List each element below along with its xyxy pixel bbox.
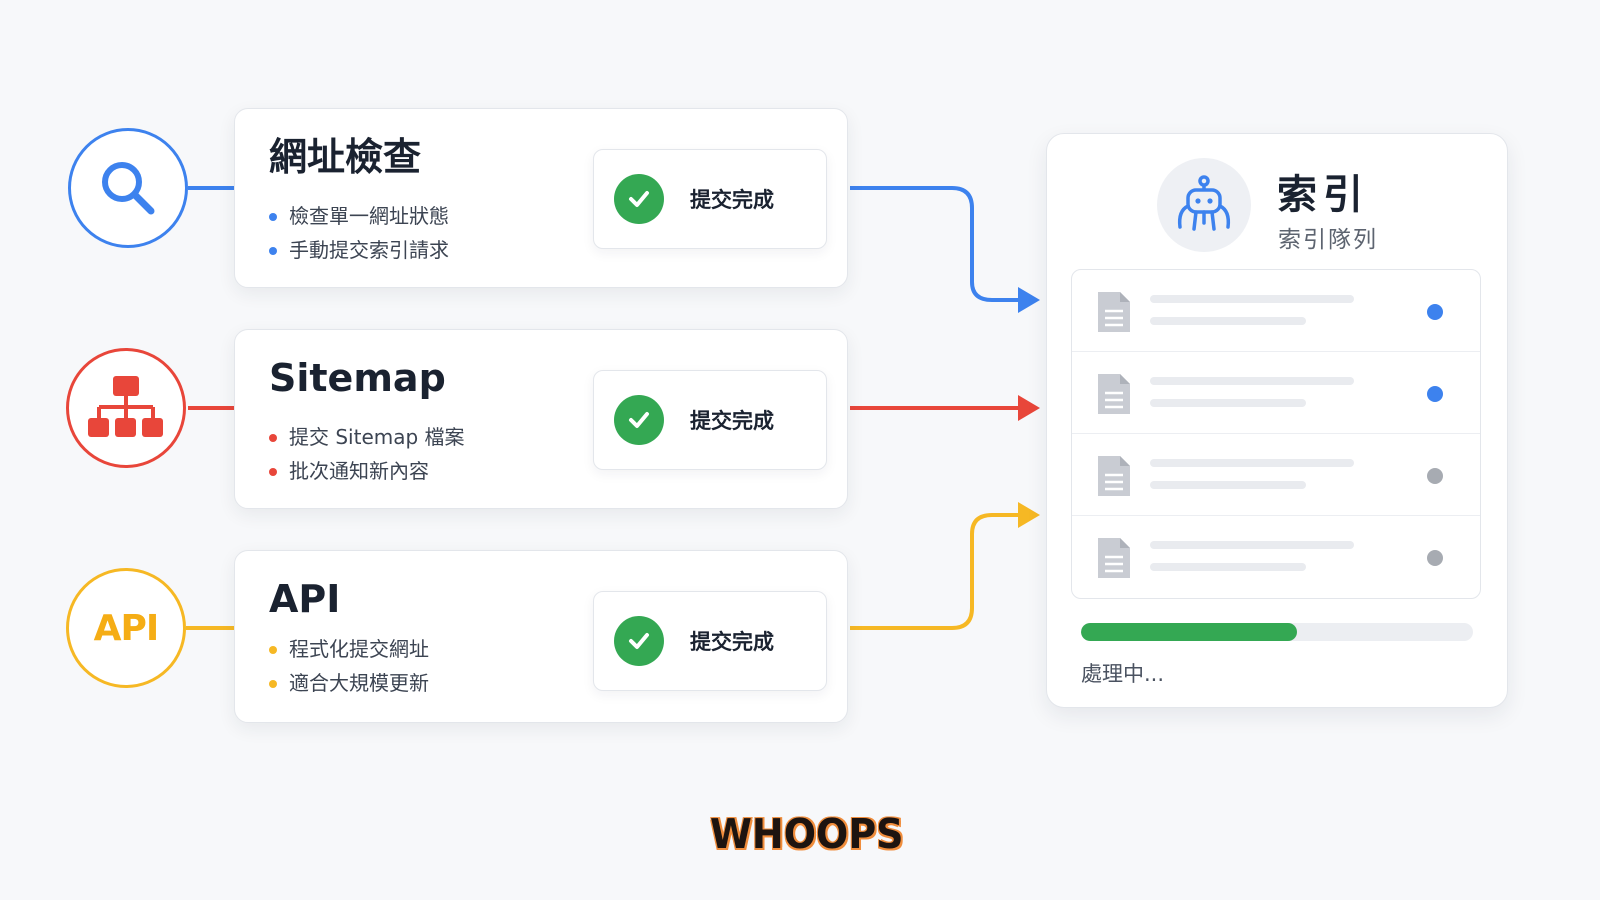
- placeholder-line: [1150, 295, 1354, 303]
- yellow-arrow: [850, 513, 1022, 630]
- status-dot: [1427, 304, 1443, 320]
- feature-item: 手動提交索引請求: [269, 233, 449, 267]
- api-icon: API: [93, 607, 160, 649]
- search-source-icon: [68, 128, 188, 248]
- queue-item: [1072, 352, 1480, 434]
- api-source-icon: API: [66, 568, 186, 688]
- feature-item: 程式化提交網址: [269, 632, 429, 666]
- check-icon: [614, 395, 664, 445]
- submission-status: 提交完成: [593, 370, 827, 470]
- progress-label: 處理中...: [1081, 662, 1165, 686]
- sitemap-card: Sitemap 提交 Sitemap 檔案 批次通知新內容 提交完成: [234, 329, 848, 509]
- feature-list: 檢查單一網址狀態 手動提交索引請求: [269, 199, 449, 267]
- status-dot: [1427, 386, 1443, 402]
- status-label: 提交完成: [690, 630, 774, 654]
- search-icon: [102, 162, 155, 215]
- progress-fill: [1081, 623, 1297, 641]
- sitemap-icon: [88, 376, 163, 437]
- status-label: 提交完成: [690, 188, 774, 212]
- whoops-logo: WHOOPS: [710, 810, 904, 858]
- feature-item: 批次通知新內容: [269, 454, 465, 488]
- placeholder-line: [1150, 317, 1306, 325]
- index-queue-panel: 索引 索引隊列 處理中...: [1046, 133, 1508, 708]
- card-title: API: [269, 577, 341, 621]
- document-icon: [1098, 292, 1130, 332]
- card-title: 網址檢查: [269, 135, 422, 179]
- robot-icon: [1177, 175, 1231, 231]
- placeholder-line: [1150, 541, 1354, 549]
- panel-subtitle: 索引隊列: [1278, 227, 1378, 253]
- status-label: 提交完成: [690, 409, 774, 433]
- status-dot: [1427, 550, 1443, 566]
- sitemap-source-icon: [66, 348, 186, 468]
- check-icon: [614, 174, 664, 224]
- yellow-arrowhead: [1018, 502, 1040, 528]
- document-icon: [1098, 374, 1130, 414]
- placeholder-line: [1150, 481, 1306, 489]
- blue-arrowhead: [1018, 287, 1040, 313]
- queue-item: [1072, 270, 1480, 352]
- queue-item: [1072, 434, 1480, 516]
- feature-item: 檢查單一網址狀態: [269, 199, 449, 233]
- robot-avatar: [1157, 158, 1251, 252]
- api-card: API 程式化提交網址 適合大規模更新 提交完成: [234, 550, 848, 723]
- feature-list: 提交 Sitemap 檔案 批次通知新內容: [269, 420, 465, 488]
- queue-list: [1071, 269, 1481, 599]
- feature-item: 適合大規模更新: [269, 666, 429, 700]
- progress-bar: [1081, 623, 1473, 641]
- placeholder-line: [1150, 377, 1354, 385]
- blue-arrow: [850, 186, 1022, 302]
- panel-title: 索引: [1277, 172, 1369, 218]
- feature-item: 提交 Sitemap 檔案: [269, 420, 465, 454]
- red-arrowhead: [1018, 395, 1040, 421]
- placeholder-line: [1150, 563, 1306, 571]
- status-dot: [1427, 468, 1443, 484]
- queue-item: [1072, 516, 1480, 598]
- submission-status: 提交完成: [593, 591, 827, 691]
- document-icon: [1098, 456, 1130, 496]
- submission-status: 提交完成: [593, 149, 827, 249]
- url-inspection-card: 網址檢查 檢查單一網址狀態 手動提交索引請求 提交完成: [234, 108, 848, 288]
- placeholder-line: [1150, 459, 1354, 467]
- feature-list: 程式化提交網址 適合大規模更新: [269, 632, 429, 700]
- document-icon: [1098, 538, 1130, 578]
- card-title: Sitemap: [269, 356, 446, 400]
- check-icon: [614, 616, 664, 666]
- placeholder-line: [1150, 399, 1306, 407]
